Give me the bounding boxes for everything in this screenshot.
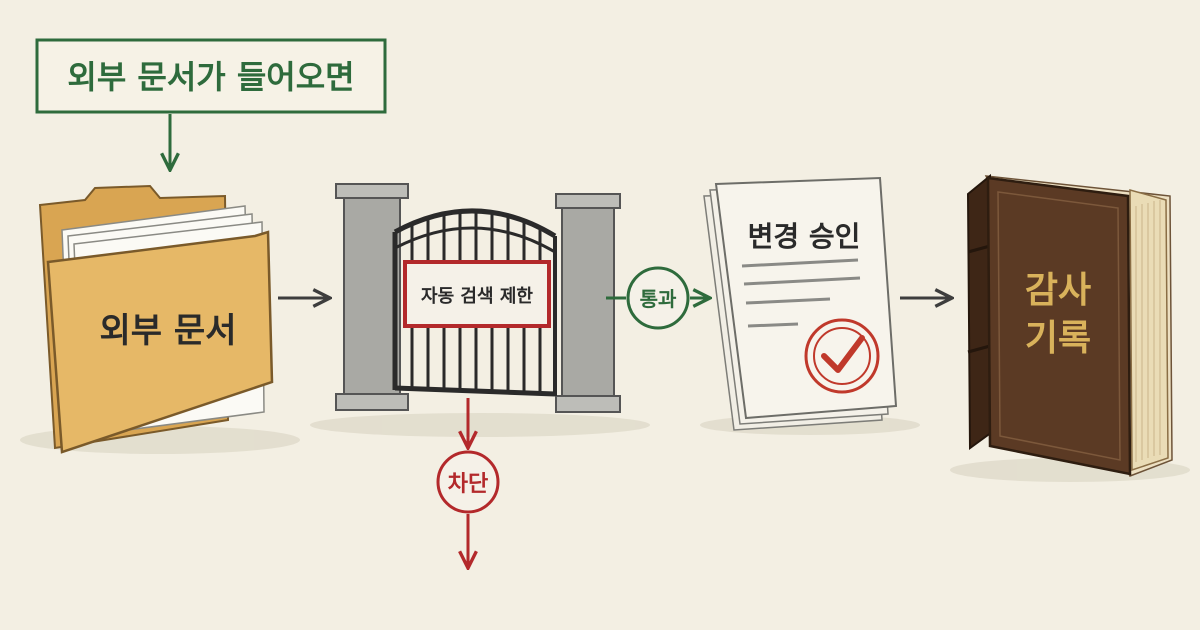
folder-icon: 외부 문서 (38, 184, 274, 454)
book-icon: 감사 기록 (966, 173, 1173, 477)
block-label: 차단 (448, 472, 488, 497)
folder-label: 외부 문서 (100, 311, 237, 351)
book-title-line2: 기록 (1025, 318, 1091, 359)
pass-badge: 통과 (626, 266, 690, 330)
check-stamp-icon (804, 318, 880, 394)
gate-sign-text: 자동 검색 제한 (421, 286, 533, 307)
document-title: 변경 승인 (748, 220, 861, 253)
header-box: 외부 문서가 들어오면 (35, 38, 387, 114)
ground-shadows (20, 413, 1190, 482)
block-badge: 차단 (436, 450, 500, 514)
gate-sign: 자동 검색 제한 (403, 260, 551, 328)
book-title-line1: 감사 (1025, 270, 1091, 311)
document-lines (741, 258, 861, 328)
header-box-text: 외부 문서가 들어오면 (67, 58, 354, 96)
document-icon: 변경 승인 (703, 176, 898, 431)
gate-icon: 자동 검색 제한 (335, 183, 621, 413)
pass-label: 통과 (640, 287, 677, 311)
